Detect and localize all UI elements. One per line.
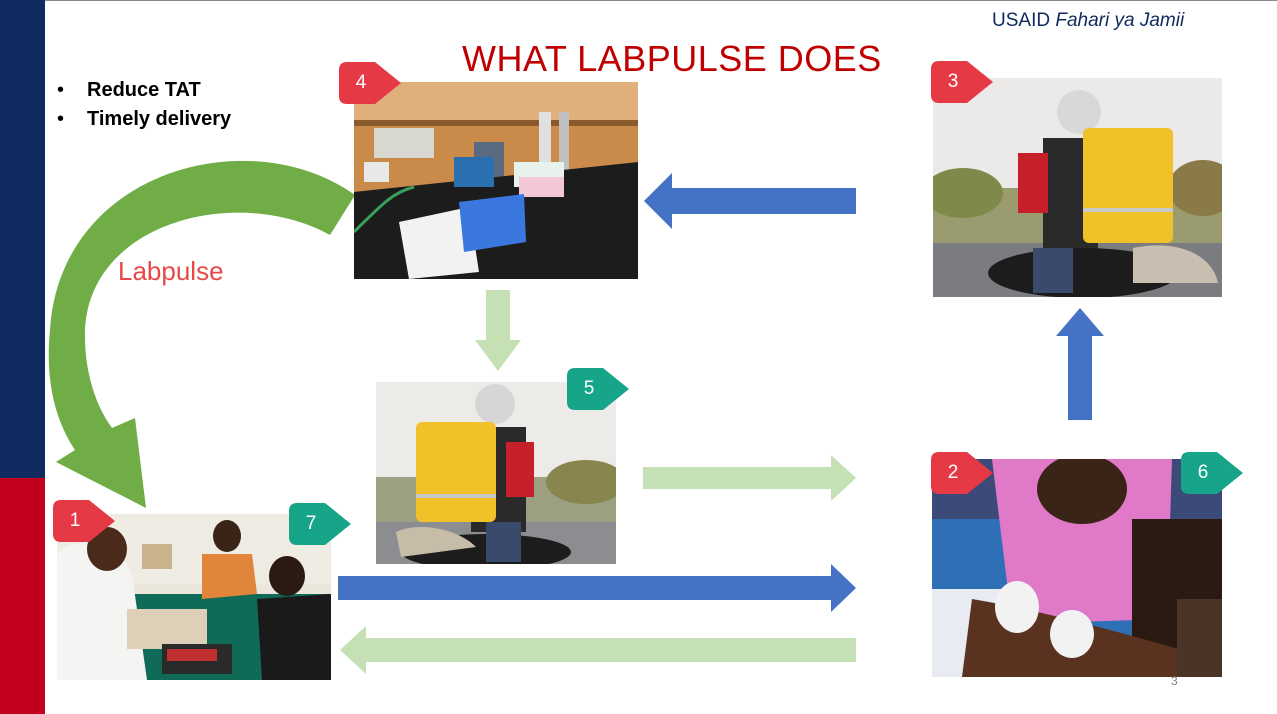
arrow-courier-to-facility <box>643 455 856 501</box>
step-number: 5 <box>583 378 595 399</box>
blood-sample-collection-photo <box>932 459 1222 677</box>
arrow-lab-to-courier <box>475 290 521 371</box>
step-marker-1: 1 <box>53 500 117 542</box>
bullet-item: Reduce TAT <box>55 76 231 105</box>
laboratory-bench-photo <box>354 82 638 279</box>
arrow-clinic-to-sample <box>338 564 856 612</box>
arrow-courier-to-lab <box>644 173 856 229</box>
brand-header: USAID Fahari ya Jamii <box>992 10 1184 32</box>
top-divider <box>45 0 1277 1</box>
step-number: 6 <box>1197 462 1209 483</box>
slide-title: WHAT LABPULSE DOES <box>462 38 882 79</box>
arrow-facility-to-clinic <box>340 626 856 674</box>
step-marker-2: 2 <box>931 452 995 494</box>
step-number: 3 <box>947 71 959 92</box>
step-marker-6: 6 <box>1181 452 1245 494</box>
step-marker-7: 7 <box>289 503 353 545</box>
labpulse-curved-arrow <box>48 160 355 508</box>
step-marker-4: 4 <box>339 62 403 104</box>
labpulse-label: Labpulse <box>118 256 224 286</box>
sidebar-red-bar <box>0 478 45 714</box>
brand-program: Fahari ya Jamii <box>1055 10 1185 31</box>
bullet-list: Reduce TAT Timely delivery <box>55 76 231 134</box>
step-number: 4 <box>355 72 367 93</box>
step-number: 7 <box>305 513 317 534</box>
clinic-consultation-photo <box>57 514 331 680</box>
motorbike-courier-photo <box>933 78 1222 297</box>
motorbike-courier-photo <box>376 382 616 564</box>
brand-org: USAID <box>992 10 1051 31</box>
bullet-item: Timely delivery <box>55 105 231 134</box>
step-marker-5: 5 <box>567 368 631 410</box>
step-number: 2 <box>947 462 959 483</box>
step-number: 1 <box>69 510 81 531</box>
page-number: 3 <box>1171 674 1178 688</box>
sidebar-navy-bar <box>0 0 45 478</box>
step-marker-3: 3 <box>931 61 995 103</box>
arrow-sample-to-courier <box>1056 308 1104 420</box>
